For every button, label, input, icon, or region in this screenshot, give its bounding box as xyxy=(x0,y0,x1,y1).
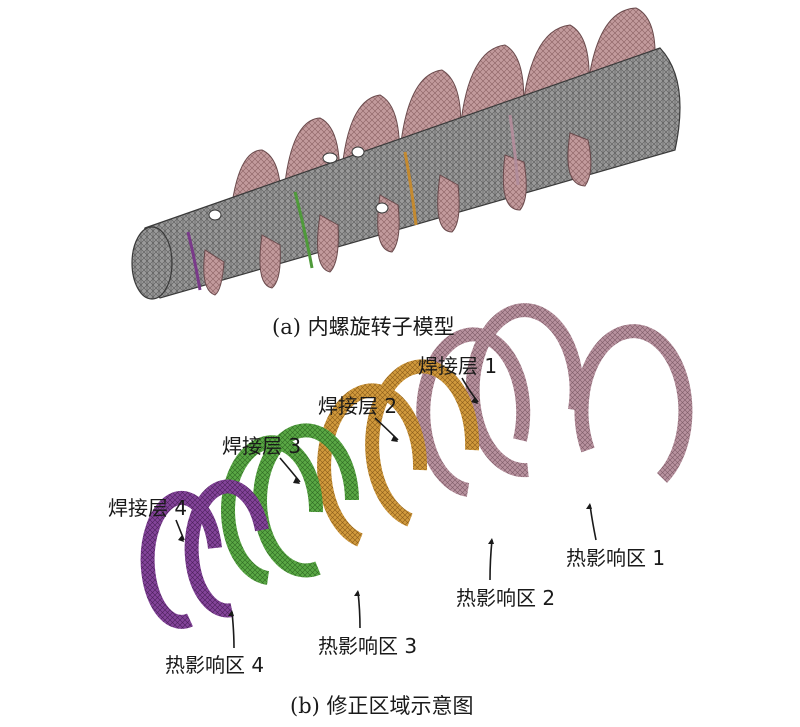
rotor-model xyxy=(131,7,681,300)
rotor-weld-seam-3 xyxy=(293,191,314,269)
leader-haz-3 xyxy=(357,591,361,629)
region-3-rings xyxy=(221,423,359,585)
label-haz-2: 热影响区 2 xyxy=(456,586,555,610)
rotor-weld-seam-4 xyxy=(186,231,202,291)
label-haz-3: 热影响区 3 xyxy=(318,634,417,658)
leader-haz-2 xyxy=(489,539,493,581)
rotor-flights-front xyxy=(203,132,592,296)
leader-haz-4 xyxy=(231,611,235,649)
label-weld-layer-2: 焊接层 2 xyxy=(318,394,397,418)
leader-weld-layer-2 xyxy=(374,417,399,441)
leader-weld-layer-4 xyxy=(175,519,185,541)
label-haz-4: 热影响区 4 xyxy=(165,653,264,677)
leader-weld-layer-3 xyxy=(279,457,301,483)
region-4-rings xyxy=(140,479,269,629)
rotor-hole xyxy=(208,209,222,221)
correction-regions: 焊接层 1 焊接层 2 焊接层 3 焊接层 4 热影响区 1 热影响区 2 热影… xyxy=(108,303,693,677)
region-1-rings xyxy=(416,303,693,497)
region-2-rings xyxy=(317,359,480,547)
rotor-weld-seam-1 xyxy=(508,114,520,186)
rotor-shaft-end xyxy=(131,226,173,300)
arrow-heads xyxy=(178,397,592,616)
leader-weld-layer-1 xyxy=(461,377,479,403)
label-weld-layer-1: 焊接层 1 xyxy=(418,354,497,378)
rotor-weld-seam-2 xyxy=(403,151,418,226)
label-weld-layer-3: 焊接层 3 xyxy=(222,434,301,458)
leader-haz-1 xyxy=(589,504,597,541)
label-haz-1: 热影响区 1 xyxy=(566,546,665,570)
rotor-hole xyxy=(322,152,338,164)
rotor-hole xyxy=(375,202,389,214)
caption-b: (b) 修正区域示意图 xyxy=(290,694,474,718)
rotor-hole xyxy=(351,146,365,158)
caption-a: (a) 内螺旋转子模型 xyxy=(272,315,455,339)
label-weld-layer-4: 焊接层 4 xyxy=(108,496,187,520)
